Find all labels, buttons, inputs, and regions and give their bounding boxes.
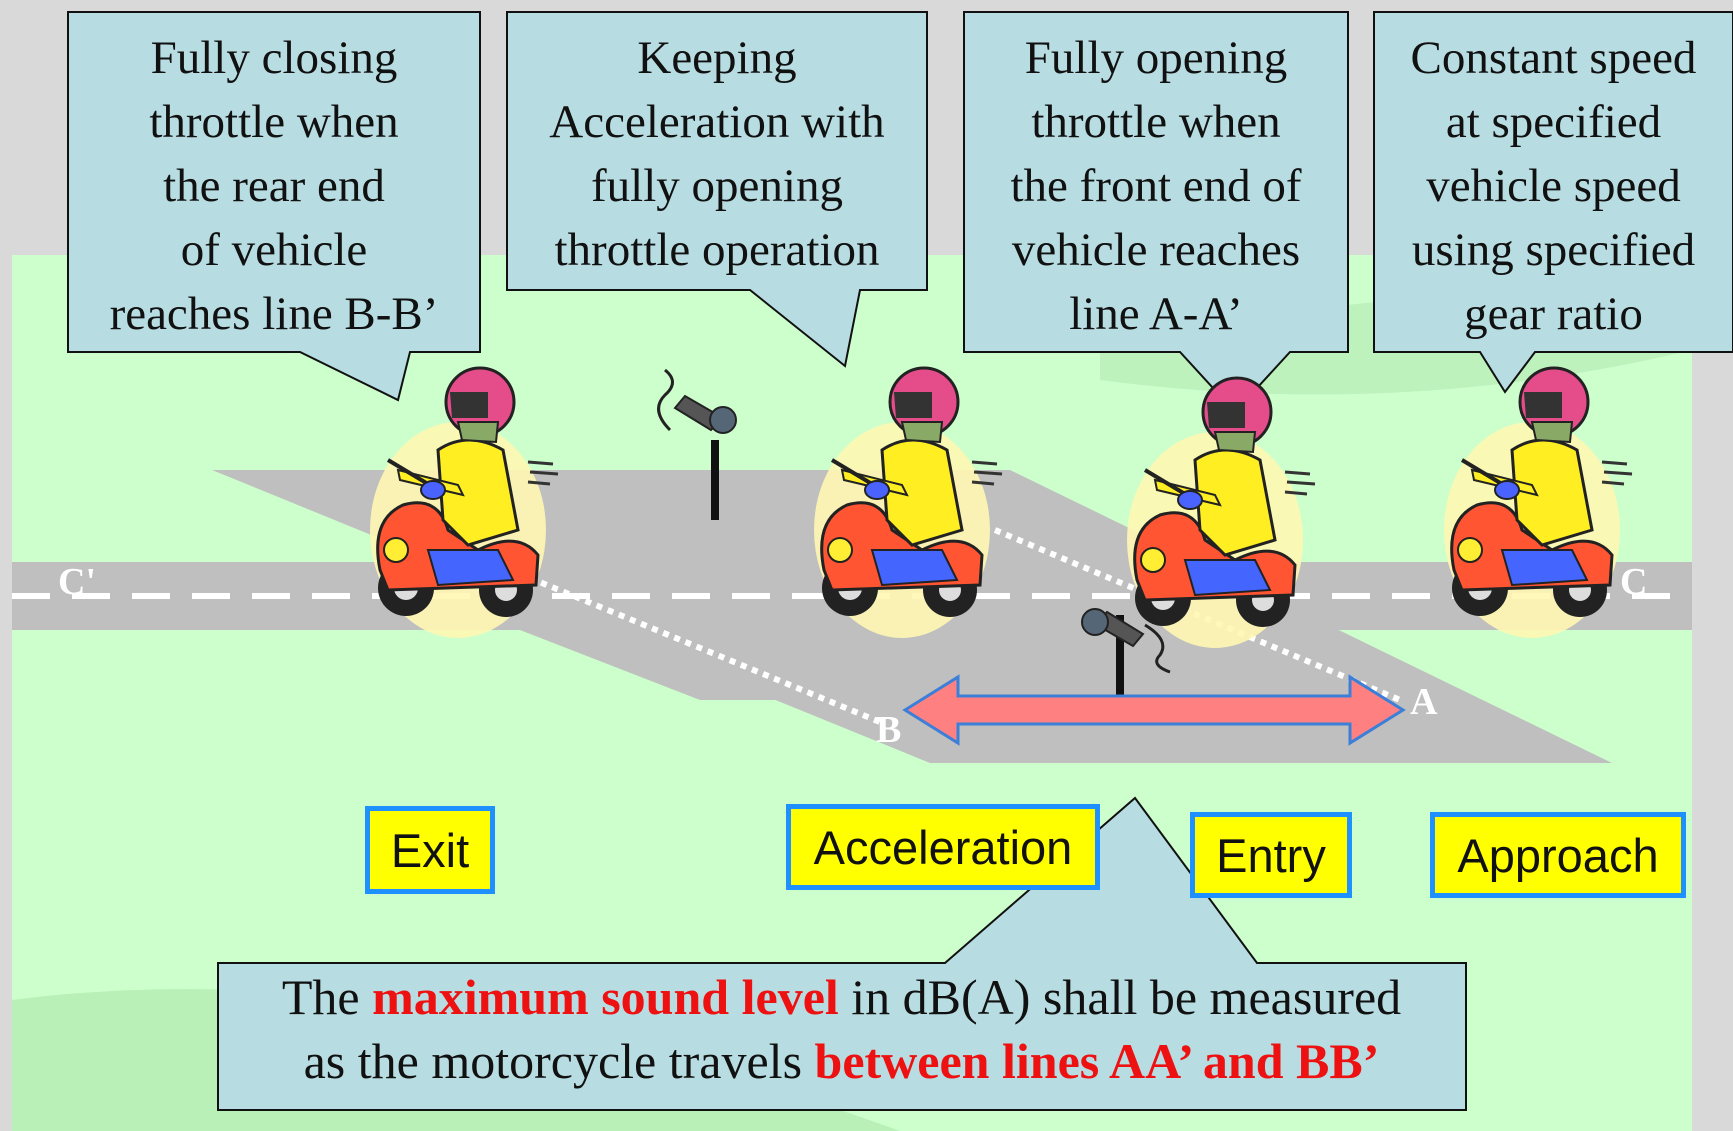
callout-line: line A-A’ xyxy=(1069,288,1243,340)
note-line-1: The maximum sound level in dB(A) shall b… xyxy=(220,965,1463,1029)
callout-line: using specified xyxy=(1411,224,1696,276)
callout-line: the front end of xyxy=(1010,160,1302,212)
label-b: B xyxy=(876,709,902,751)
note-highlight: between lines AA’ and BB’ xyxy=(814,1033,1380,1089)
double-arrow-icon xyxy=(902,674,1406,746)
phase-entry-label: Entry xyxy=(1190,812,1352,898)
callout-exit-action: Fully closing throttle when the rear end… xyxy=(68,26,480,346)
note-text: as the motorcycle travels xyxy=(303,1033,815,1089)
callout-line: of vehicle xyxy=(180,224,368,276)
callout-line: fully opening xyxy=(591,160,843,212)
callout-approach-action: Constant speed at specified vehicle spee… xyxy=(1374,26,1733,346)
callout-entry-action: Fully opening throttle when the front en… xyxy=(964,26,1348,346)
callout-line: Fully closing xyxy=(150,32,398,84)
callout-line: at specified xyxy=(1445,96,1662,148)
callout-line: Fully opening xyxy=(1024,32,1288,84)
callout-line: throttle when xyxy=(1031,96,1281,148)
callout-line: throttle operation xyxy=(554,224,880,276)
label-a: A xyxy=(1410,681,1438,723)
callout-line: throttle when xyxy=(149,96,399,148)
note-text: The xyxy=(281,969,373,1025)
note-text: in dB(A) shall be measured xyxy=(838,969,1402,1025)
note-line-2: as the motorcycle travels between lines … xyxy=(220,1029,1463,1093)
callout-line: reaches line B-B’ xyxy=(109,288,439,340)
phase-approach-label: Approach xyxy=(1430,812,1686,898)
label-c: C xyxy=(1620,561,1648,603)
measurement-note: The maximum sound level in dB(A) shall b… xyxy=(220,965,1463,1093)
callout-line: vehicle speed xyxy=(1426,160,1681,212)
callout-line: Constant speed xyxy=(1410,32,1697,84)
phase-exit-label: Exit xyxy=(365,806,495,894)
callout-line: the rear end xyxy=(163,160,385,212)
callout-line: vehicle reaches xyxy=(1011,224,1301,276)
callout-line: gear ratio xyxy=(1464,288,1643,340)
phase-acceleration-label: Acceleration xyxy=(786,804,1100,890)
note-highlight: maximum sound level xyxy=(372,969,839,1025)
callout-line: Acceleration with xyxy=(549,96,885,148)
callout-acceleration-action: Keeping Acceleration with fully opening … xyxy=(507,26,927,282)
callout-line: Keeping xyxy=(637,32,797,84)
line-bb xyxy=(528,575,882,725)
label-c-prime: C' xyxy=(58,561,96,603)
